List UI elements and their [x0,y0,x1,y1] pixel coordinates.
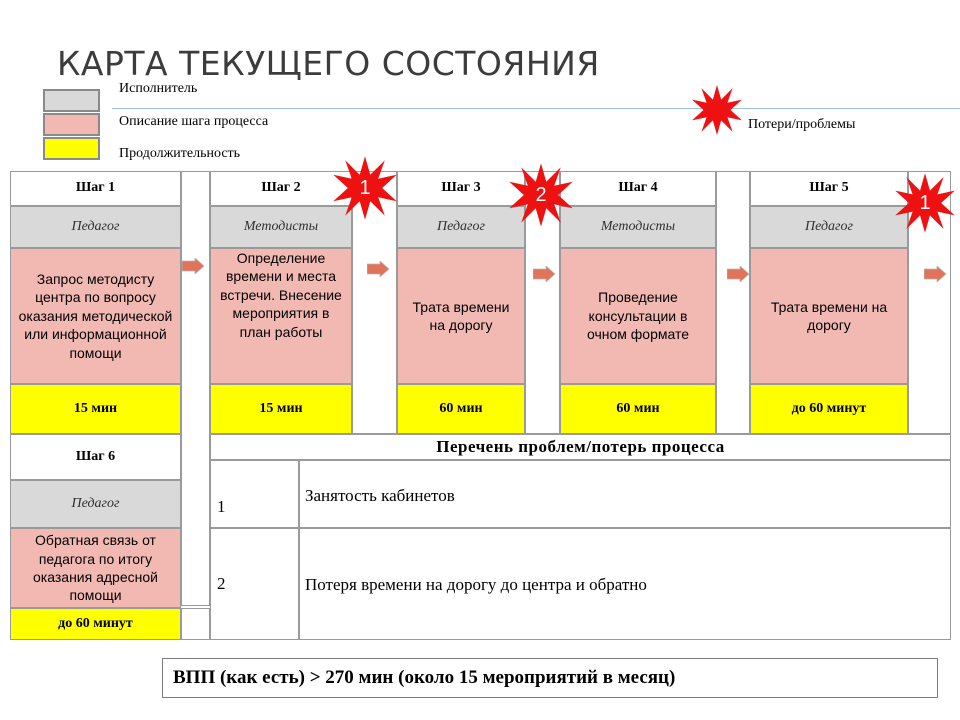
connector-2 [352,171,397,434]
step-3-duration: 60 мин [397,384,525,434]
step-2-duration: 15 мин [210,384,352,434]
burst-star-icon [895,173,955,233]
connector-1 [181,171,210,606]
step-4-role: Методисты [560,206,716,248]
step-2-description: Определение времени и места встречи. Вне… [210,248,352,384]
burst-star-icon [509,163,573,227]
connector-4 [716,171,750,434]
arrow-step-2-3-icon [367,261,389,277]
title-divider [112,108,960,109]
step-6-header: Шаг 6 [10,434,181,480]
step-1-duration: 15 мин [10,384,181,434]
loss-burst-2-number: 2 [535,183,547,206]
burst-star-icon [333,156,397,220]
arrow-step-4-5-icon [727,266,749,282]
legend-label-performer: Исполнитель [119,81,198,96]
legend-swatch-description [43,113,100,136]
step-6-duration: до 60 минут [10,608,181,640]
legend-label-description: Описание шага процесса [119,114,269,129]
step-1-role: Педагог [10,206,181,248]
arrow-step-5-out-icon [924,266,946,282]
step-6-connector [181,608,210,640]
issues-title: Перечень проблем/потерь процесса [210,434,951,460]
loss-burst-1-number: 1 [359,176,371,199]
step-1-header: Шаг 1 [10,171,181,206]
legend-label-losses: Потери/проблемы [748,117,856,132]
step-4-description: Проведение консультации в очном формате [560,248,716,384]
summary-box: ВПП (как есть) > 270 мин (около 15 мероп… [162,658,938,698]
issue-2-number: 2 [210,528,299,640]
loss-burst-2: 2 [508,162,574,228]
step-6-description: Обратная связь от педагога по итогу оказ… [10,528,181,608]
loss-burst-3-number: 1 [919,191,931,214]
step-6-role: Педагог [10,480,181,528]
legend-swatch-duration [43,137,100,160]
step-5-role: Педагог [750,206,908,248]
step-2-role: Методисты [210,206,352,248]
step-4-duration: 60 мин [560,384,716,434]
step-5-description: Трата времени на дорогу [750,248,908,384]
arrow-step-1-2-icon [182,258,204,274]
issue-1-number: 1 [210,460,299,528]
issue-2-text: Потеря времени на дорогу до центра и обр… [299,528,951,640]
legend-burst-icon [692,85,742,135]
step-1-description: Запрос методисту центра по вопросу оказа… [10,248,181,384]
legend-label-duration: Продолжительность [119,146,241,161]
step-3-role: Педагог [397,206,525,248]
loss-burst-1: 1 [332,155,398,221]
step-2-header: Шаг 2 [210,171,352,206]
page-title: КАРТА ТЕКУЩЕГО СОСТОЯНИЯ [57,44,600,83]
loss-burst-3: 1 [894,172,956,234]
step-3-header: Шаг 3 [397,171,525,206]
arrow-step-3-4-icon [533,266,555,282]
step-4-header: Шаг 4 [560,171,716,206]
issue-1-text: Занятость кабинетов [299,460,951,528]
step-5-duration: до 60 минут [750,384,908,434]
step-5-header: Шаг 5 [750,171,908,206]
legend-swatch-performer [43,89,100,112]
step-3-description: Трата времени на дорогу [397,248,525,384]
